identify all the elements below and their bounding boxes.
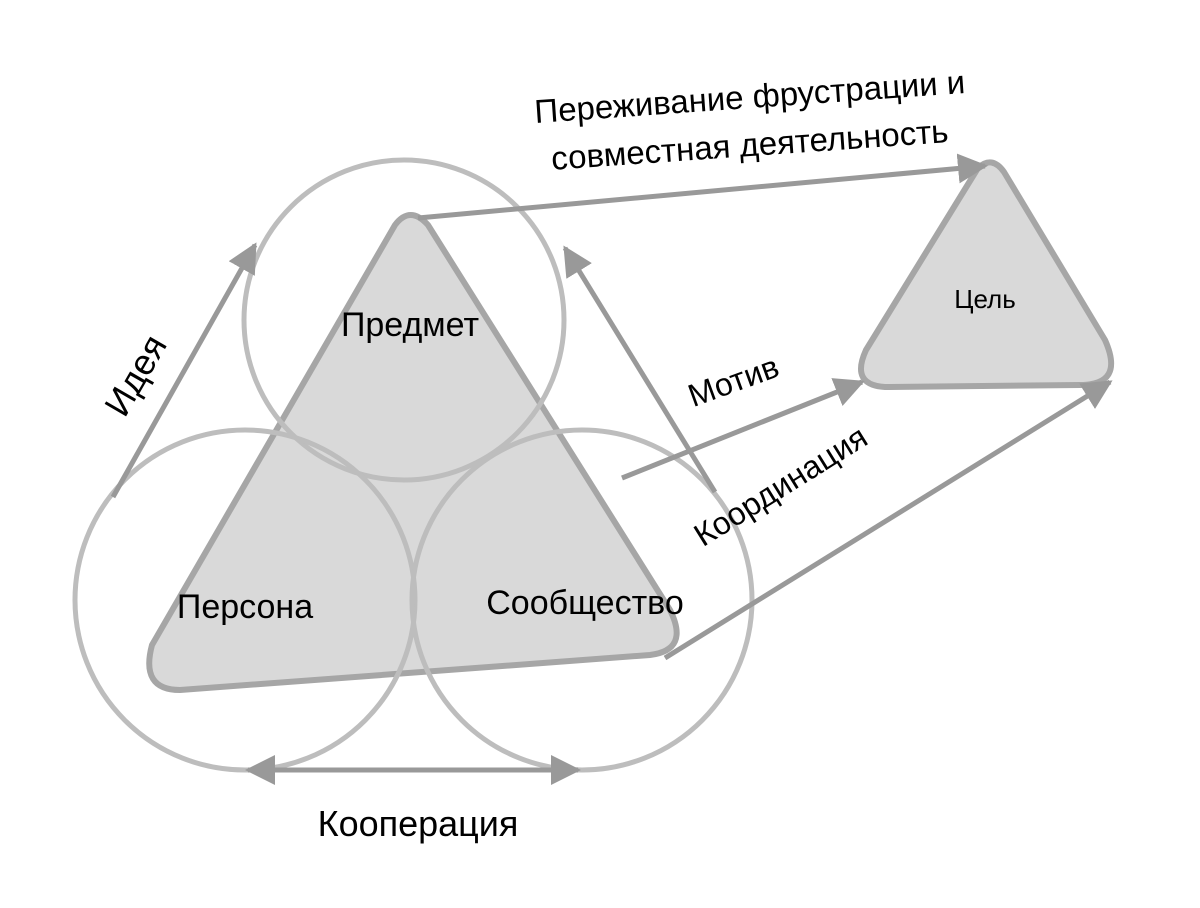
- community-label: Сообщество: [486, 584, 684, 622]
- coordination-arrow: [562, 245, 718, 494]
- motive-arrow: [621, 378, 865, 481]
- central-triangle: [146, 212, 680, 693]
- idea-arrow: [110, 242, 258, 499]
- goal-label: Цель: [954, 284, 1016, 314]
- subject-circle: [241, 157, 567, 483]
- subject-label: Предмет: [341, 306, 479, 344]
- motive-label: Мотив: [683, 348, 783, 414]
- cooperation-label: Кооперация: [318, 803, 519, 844]
- goal-triangle: [858, 159, 1115, 390]
- frustration-arrow: [417, 153, 988, 221]
- persona-label: Персона: [177, 588, 313, 626]
- community-circle: [409, 427, 755, 773]
- community-goal-arrow: [663, 379, 1113, 661]
